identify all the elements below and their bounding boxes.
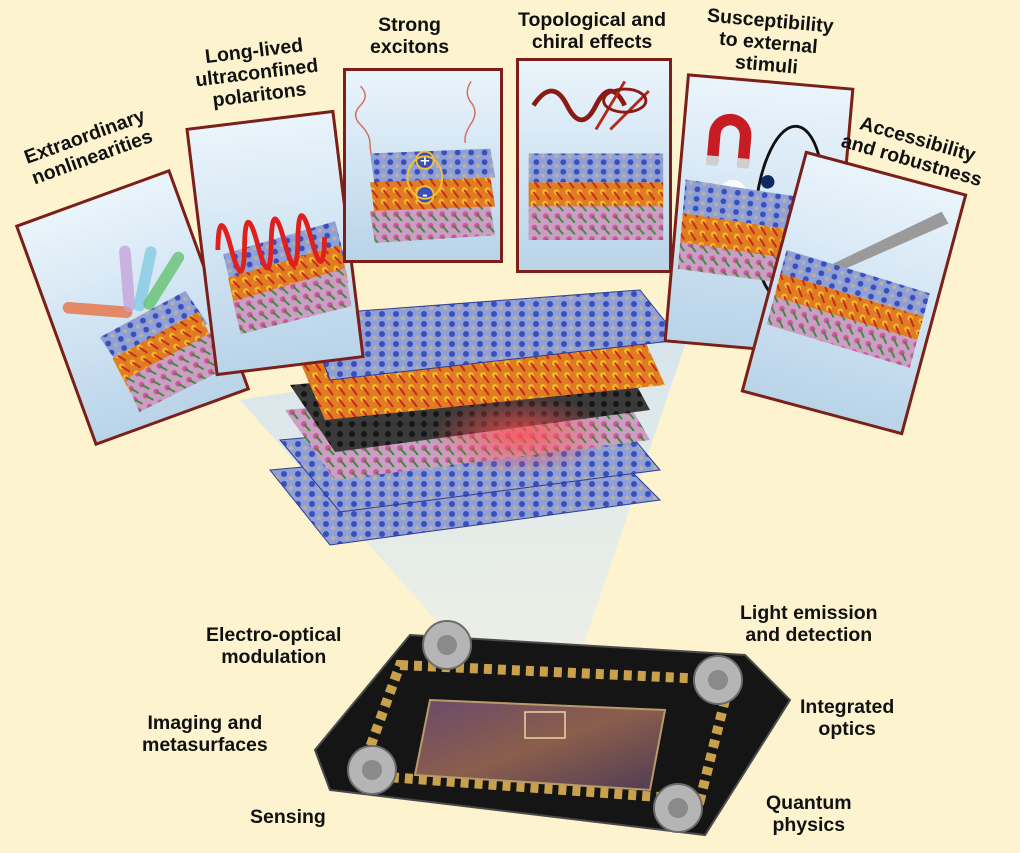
chip-screw xyxy=(422,620,472,670)
chip-screw xyxy=(693,655,743,705)
svg-text:+: + xyxy=(419,153,430,169)
panel-topological-chiral xyxy=(516,58,672,273)
chip xyxy=(313,620,792,837)
panel-accessibility-robustness xyxy=(740,150,968,436)
chip-screw xyxy=(347,745,397,795)
panel-extraordinary-nonlinearities xyxy=(14,168,251,447)
panel-ultraconfined-polaritons xyxy=(185,109,365,377)
panel-strong-excitons: + - xyxy=(343,68,503,263)
svg-text:-: - xyxy=(422,188,428,204)
label-sensing: Sensing xyxy=(250,806,326,828)
heterostructure-stack xyxy=(269,289,681,546)
chip-screw xyxy=(653,783,703,833)
